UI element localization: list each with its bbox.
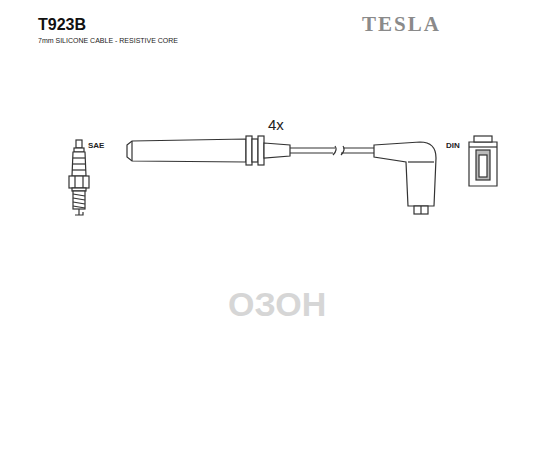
quantity-label: 4x [268, 116, 284, 133]
part-number: T923B [38, 16, 86, 34]
cable-spec-note: 7mm SILICONE CABLE - RESISTIVE CORE [38, 37, 178, 44]
cable [290, 146, 374, 155]
brand-logo: TESLA [362, 12, 441, 37]
spark-plug [69, 140, 89, 215]
din-terminal [469, 136, 497, 186]
plug-boot [127, 136, 290, 165]
distributor-connector [374, 142, 436, 214]
terminal-type-label: SAE [88, 141, 104, 150]
terminal-type-label: DIN [446, 141, 460, 150]
watermark: ОЗОН [228, 285, 326, 324]
